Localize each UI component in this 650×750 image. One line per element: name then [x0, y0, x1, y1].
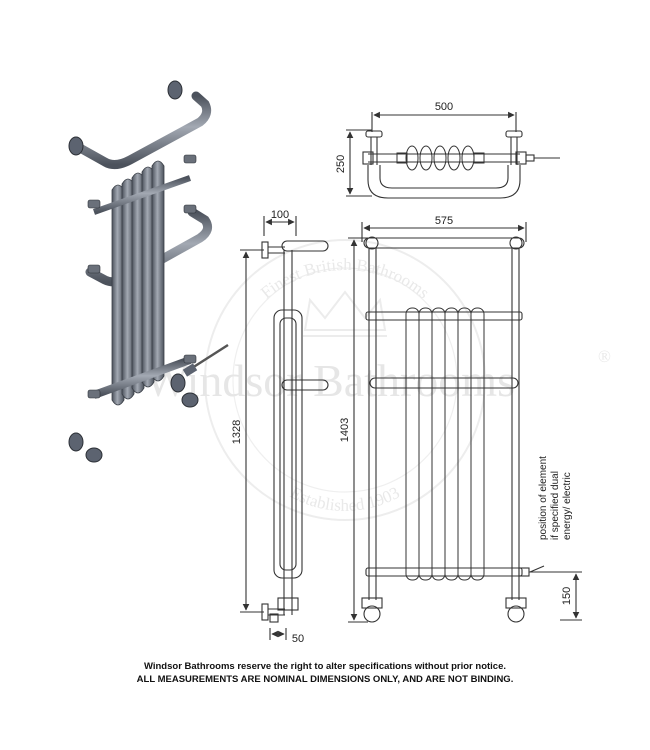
dim-element-height: 150	[561, 587, 573, 605]
watermark-brand: Windsor Bathrooms	[145, 355, 515, 406]
side-view	[240, 216, 329, 640]
dimension-labels: 500 250 575 100 1328 1403 50 150	[231, 101, 573, 645]
heating-element-icon	[182, 343, 229, 377]
dim-wall-offset: 50	[292, 633, 304, 645]
top-view	[346, 111, 560, 199]
disclaimer-line-2: ALL MEASUREMENTS ARE NOMINAL DIMENSIONS …	[136, 674, 514, 685]
column-sections-top	[396, 145, 485, 171]
annotation-line-1: position of element	[538, 456, 549, 540]
front-view	[348, 222, 582, 623]
dim-side-depth: 100	[271, 209, 289, 221]
watermark-registered: ®	[598, 347, 611, 366]
dim-inner-height: 1328	[231, 420, 243, 444]
disclaimer-line-1: Windsor Bathrooms reserve the right to a…	[143, 661, 507, 672]
wall-bracket	[68, 80, 199, 463]
dim-overall-width: 575	[435, 215, 453, 227]
watermark-ring-bottom: Established 1903	[287, 483, 402, 515]
dim-top-width: 500	[435, 101, 453, 113]
annotation-line-2: if specified dual	[550, 471, 561, 540]
dim-top-depth: 250	[335, 155, 347, 173]
crown-icon	[303, 290, 387, 337]
radiator-3d-view	[68, 80, 229, 463]
annotation-line-3: energy/ electric	[562, 472, 573, 540]
element-annotation: position of element if specified dual en…	[538, 456, 573, 540]
radiator-columns	[111, 160, 165, 406]
disclaimer: Windsor Bathrooms reserve the right to a…	[0, 660, 650, 686]
column-sections-front	[405, 307, 485, 581]
dim-overall-height: 1403	[339, 418, 351, 442]
